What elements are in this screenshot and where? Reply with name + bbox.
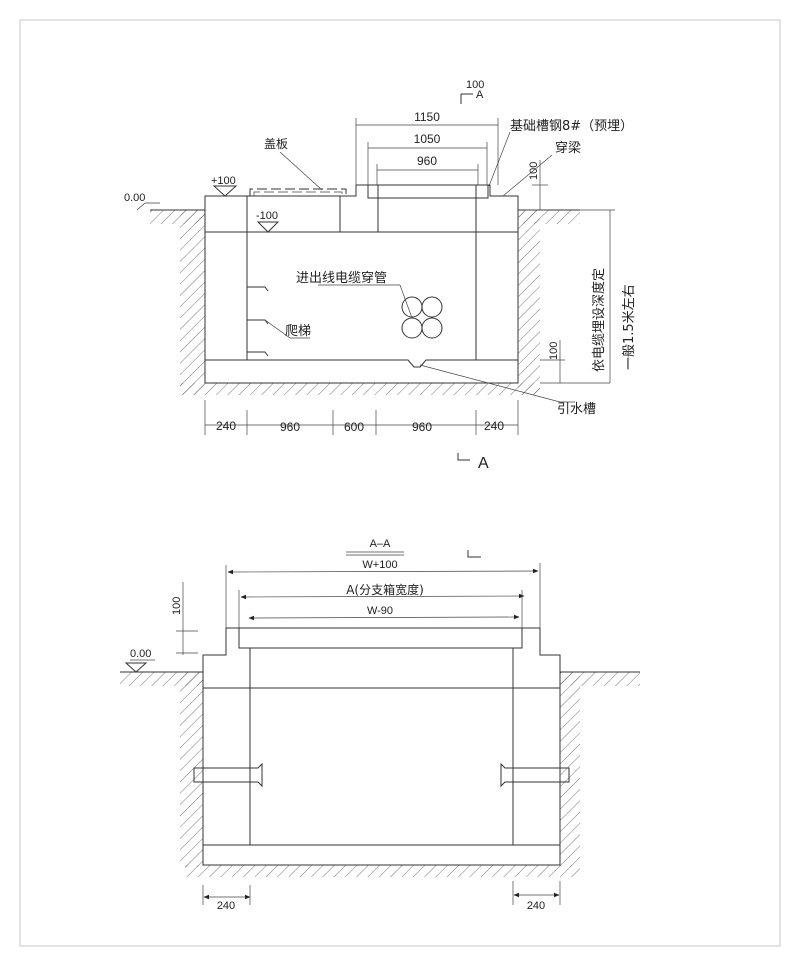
leader-line: [399, 284, 413, 319]
section-a-a-drawing: 0.00 A–A W+100 A(分支箱宽度) W-90 100 240 240: [120, 538, 640, 912]
dim-bottom: 240: [484, 419, 504, 433]
section-title: A–A: [370, 538, 391, 550]
label-plus100: +100: [211, 175, 236, 187]
leader-line: [419, 364, 575, 403]
dim-box-width: A(分支箱宽度): [346, 582, 424, 597]
dim-height-100: 100: [171, 597, 183, 615]
left-wall-cap: [202, 627, 251, 689]
label-minus100: -100: [256, 210, 278, 222]
left-brick-wall: [202, 687, 251, 846]
label-ladder: 爬梯: [285, 324, 311, 339]
left-wall-pipe: [193, 762, 263, 788]
left-brick-wall: [204, 231, 248, 361]
level-marker-plus100: [212, 185, 238, 197]
label-cover-plate: 盖板: [264, 137, 288, 151]
label-depth-typical: 一般1.5米左右: [621, 284, 637, 370]
dim-left-wall: 240: [217, 900, 235, 912]
dim-bottom: 960: [412, 420, 432, 434]
dim-bottom: 240: [216, 419, 236, 433]
level-marker-minus100: [256, 221, 280, 233]
label-drain-groove: 引水槽: [557, 402, 596, 417]
soil-hatch-bottom: [180, 383, 540, 395]
soil-hatch-bottom: [185, 865, 580, 877]
dim-right-wall: 240: [527, 900, 545, 912]
dim-bottom: 600: [344, 420, 364, 434]
leader-line: [502, 154, 553, 197]
dim-w-plus-100: W+100: [362, 559, 397, 571]
pipe: [401, 296, 423, 318]
label-beam: 穿梁: [555, 140, 581, 156]
ladder-rung: [247, 351, 269, 357]
section-mark: [467, 550, 481, 558]
base-slab: [204, 359, 519, 384]
page-frame: [19, 19, 781, 947]
leader-line: [488, 131, 511, 187]
ladder-rung: [247, 319, 269, 325]
dim-1050: 1050: [414, 132, 441, 146]
label-ground-level: 0.00: [130, 648, 151, 660]
dim-cap-100: 100: [528, 162, 540, 180]
right-wall-cap: [512, 627, 561, 689]
section-mark-letter-top: A: [476, 89, 484, 101]
label-cable-pipe: 进出线电缆穿管: [296, 270, 387, 286]
label-depth-note: 依电缆埋设深度定: [591, 268, 607, 372]
soil-hatch-right: [560, 672, 580, 867]
box-opening: [377, 197, 477, 233]
section-dimensions: [176, 563, 561, 905]
section-mark-bottom: [457, 453, 470, 461]
left-wall-cap: [204, 195, 248, 233]
plan-section-drawing: 盖板 +100 -100 0.00 进出线电缆穿管 爬梯 引水槽 基础槽钢8#（…: [124, 79, 637, 472]
level-marker-ground: [124, 662, 148, 673]
dim-base-100: 100: [548, 342, 560, 360]
dim-bottom: 960: [280, 420, 300, 434]
pipe: [421, 317, 443, 339]
dim-w-minus-90: W-90: [367, 605, 393, 617]
top-dimensions: [204, 118, 615, 435]
soil-hatch-left: [180, 672, 203, 867]
soil-hatch-left: [180, 210, 205, 395]
cover-plate: [249, 188, 347, 196]
section-mark-top: [460, 93, 473, 104]
base-slab: [202, 844, 561, 866]
label-channel-steel: 基础槽钢8#（预埋）: [510, 119, 633, 134]
cover-plate-inner: [253, 191, 343, 196]
right-brick-wall: [512, 687, 561, 846]
dim-960: 960: [417, 154, 437, 168]
channel-steel-base: [367, 184, 489, 199]
ladder-rung: [247, 286, 269, 292]
right-wall-cap: [475, 184, 519, 233]
pipe: [401, 317, 423, 339]
pipe: [421, 296, 443, 318]
ladder-rungs: [247, 286, 269, 357]
dim-1150: 1150: [414, 110, 440, 124]
soil-hatch-right: [518, 210, 540, 395]
channel-steel-beam: [238, 627, 523, 649]
soil-hatch-ground-left: [150, 210, 205, 224]
right-brick-wall: [475, 231, 519, 361]
section-mark-number: 100: [466, 79, 484, 91]
section-mark-letter-bottom: A: [478, 455, 489, 472]
label-ground-level: 0.00: [124, 192, 145, 204]
cable-pipes: [401, 296, 443, 339]
leader-line: [264, 319, 310, 339]
leader-line: [136, 202, 160, 211]
right-wall-pipe: [500, 762, 570, 788]
leader-line: [279, 151, 323, 191]
